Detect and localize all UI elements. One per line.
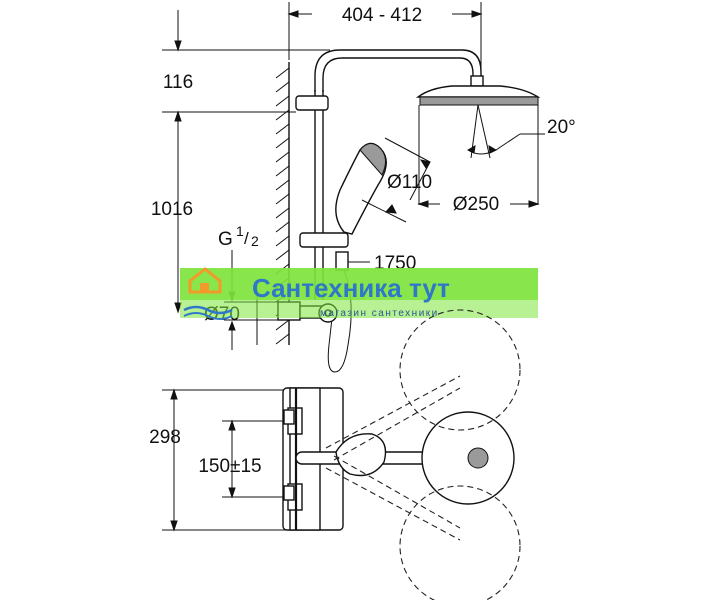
height-total-label: 1016: [151, 199, 193, 220]
hand-diameter-label: Ø110: [387, 172, 432, 193]
watermark-tagline: магазин сантехники: [320, 308, 439, 319]
hand-shower: Ø110: [335, 137, 432, 235]
plan-depth-label: 298: [149, 427, 181, 448]
angle-label: 20°: [547, 117, 576, 138]
height-dimensions: 116 1016: [151, 10, 330, 314]
width-range-label: 404 - 412: [342, 5, 422, 26]
head-diameter-label: Ø250: [453, 194, 499, 215]
watermark-brand: Сантехника тут: [252, 273, 450, 303]
swivel-range-dashed: [325, 309, 521, 600]
plan-spacing-dimension: 150±15: [198, 419, 290, 499]
width-dimension: 404 - 412: [287, 2, 483, 75]
house-logo-icon: [188, 267, 222, 294]
watermark-banner: Сантехника тут магазин сантехники: [180, 267, 538, 320]
height-top-label: 116: [163, 72, 193, 93]
angle-dimension: 20°: [466, 117, 576, 155]
thread-numerator: 1: [236, 223, 244, 239]
head-diameter-dimension: Ø250: [417, 194, 540, 215]
plan-depth-dimension: 298: [149, 388, 290, 532]
thread-denominator: 2: [251, 233, 259, 249]
head-shower-side: [415, 75, 541, 205]
shower-column: [295, 49, 482, 300]
plan-spacing-label: 150±15: [198, 456, 261, 477]
thread-slash: /: [244, 229, 249, 248]
thread-g-label: G: [218, 229, 233, 250]
watermark-background: [180, 268, 538, 300]
